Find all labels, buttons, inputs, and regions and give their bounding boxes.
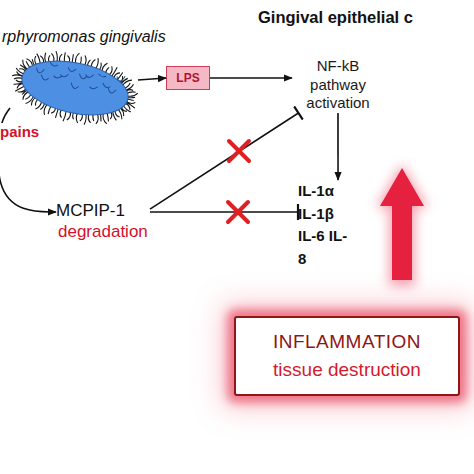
increase-arrow bbox=[380, 168, 424, 280]
outcome-heading: INFLAMMATION bbox=[273, 330, 421, 354]
lps-label: LPS bbox=[176, 71, 199, 85]
arrow-glow bbox=[376, 164, 428, 286]
figure-title: Gingival epithelial c bbox=[258, 8, 413, 27]
activation-arrow bbox=[337, 113, 339, 180]
block-cross bbox=[228, 202, 248, 222]
edge-label: pains bbox=[0, 123, 39, 140]
activation-arrow bbox=[210, 77, 292, 79]
cell-body bbox=[17, 52, 133, 123]
inhibition-line bbox=[150, 211, 298, 213]
lps-box: LPS bbox=[166, 66, 210, 90]
activation-arrow bbox=[138, 78, 166, 80]
outcome-body: tissue destruction bbox=[273, 358, 421, 382]
pili-hairs bbox=[5, 40, 144, 135]
inhibition-line bbox=[150, 113, 298, 209]
connector-group bbox=[0, 78, 338, 212]
block-cross bbox=[229, 141, 249, 161]
protein-state: degradation bbox=[56, 221, 150, 242]
pathway-text: NF-kB pathway activation bbox=[292, 57, 384, 113]
activation-arrow bbox=[0, 108, 56, 212]
cytokine-names: IL-1α IL-1β IL-6 IL-8 bbox=[298, 180, 350, 270]
bacterium-cell: rphyromonas gingivalis bbox=[10, 24, 138, 124]
protein-name: MCPIP-1 bbox=[56, 200, 150, 221]
protein-label: MCPIP-1degradation bbox=[56, 200, 150, 246]
outcome-box: INFLAMMATION tissue destruction bbox=[234, 316, 460, 396]
pathway-label: NF-kB pathway activation bbox=[292, 57, 384, 113]
species-name: rphyromonas gingivalis bbox=[2, 28, 166, 46]
cytokine-list: IL-1α IL-1β IL-6 IL-8 bbox=[298, 180, 350, 270]
cell-texture bbox=[34, 58, 125, 98]
